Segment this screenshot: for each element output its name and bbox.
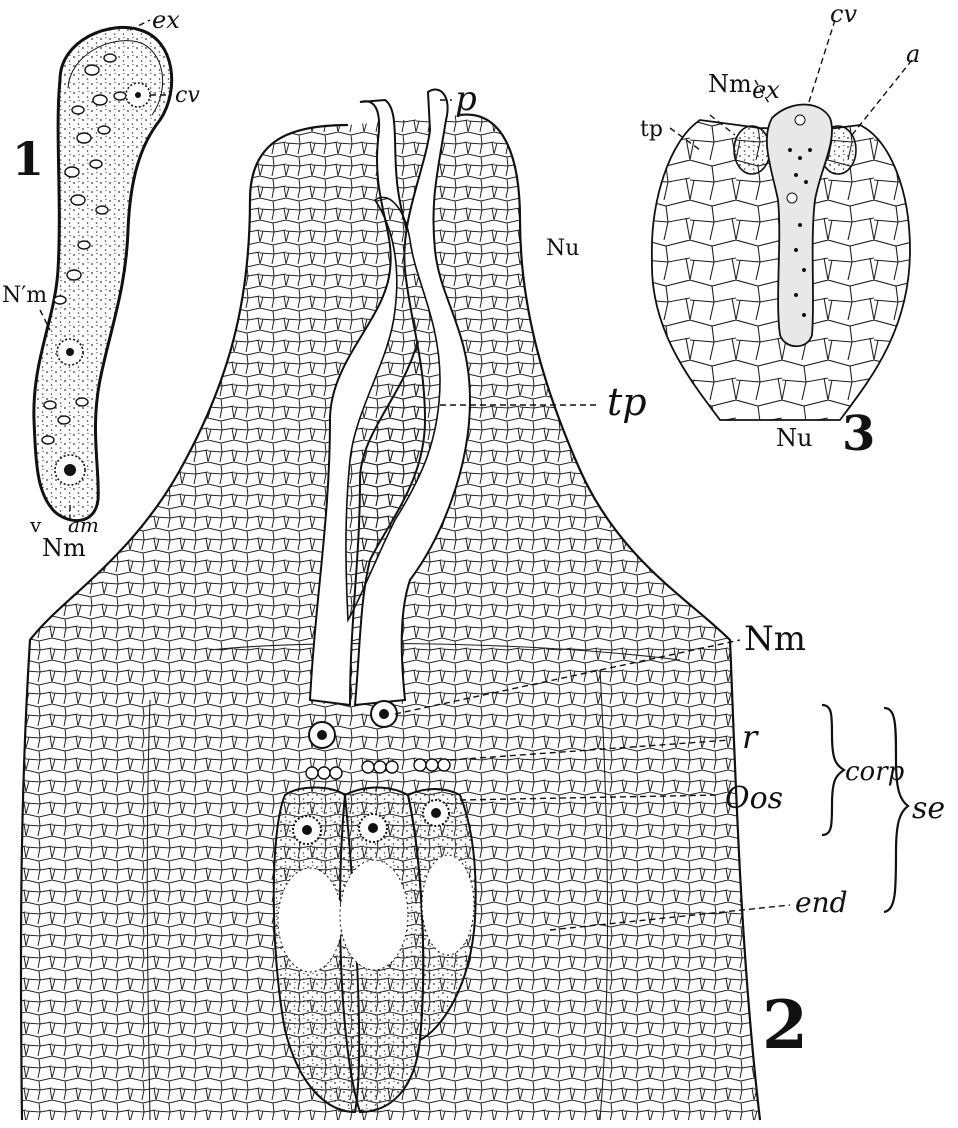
figure-number-2: 2 [762, 986, 808, 1064]
label-fig3-Nm: Nm [708, 70, 752, 98]
corp-brace [822, 705, 844, 835]
label-Oos: Oos [725, 781, 783, 816]
label-fig1-Nm: Nm [42, 534, 86, 562]
label-p: p [455, 79, 477, 119]
label-fig1-cv: cv [175, 83, 200, 108]
label-r: r [742, 718, 759, 756]
label-fig3-Nu: Nu [776, 424, 812, 452]
figure-number-1: 1 [12, 132, 44, 186]
label-Nu: Nu [546, 236, 579, 261]
label-se: se [912, 791, 945, 826]
label-corp: corp [845, 757, 905, 787]
label-fig1-Nm-prime: N′m [2, 283, 47, 308]
figure-3: cv a Nm ex tp Nu 3 [640, 0, 920, 462]
figure-1: ex cv 1 N′m v am Nm [2, 6, 200, 562]
label-fig3-a: a [906, 40, 920, 68]
se-brace [884, 708, 908, 912]
label-fig3-ex: ex [752, 76, 780, 104]
label-fig1-ex: ex [152, 6, 180, 34]
label-Nm: Nm [744, 619, 806, 659]
label-fig1-v: v [29, 513, 42, 537]
figure-number-3: 3 [842, 406, 875, 462]
label-tp: tp [607, 380, 647, 424]
label-fig3-cv: cv [830, 0, 857, 28]
label-end: end [795, 886, 848, 919]
label-fig3-tp: tp [640, 117, 663, 142]
